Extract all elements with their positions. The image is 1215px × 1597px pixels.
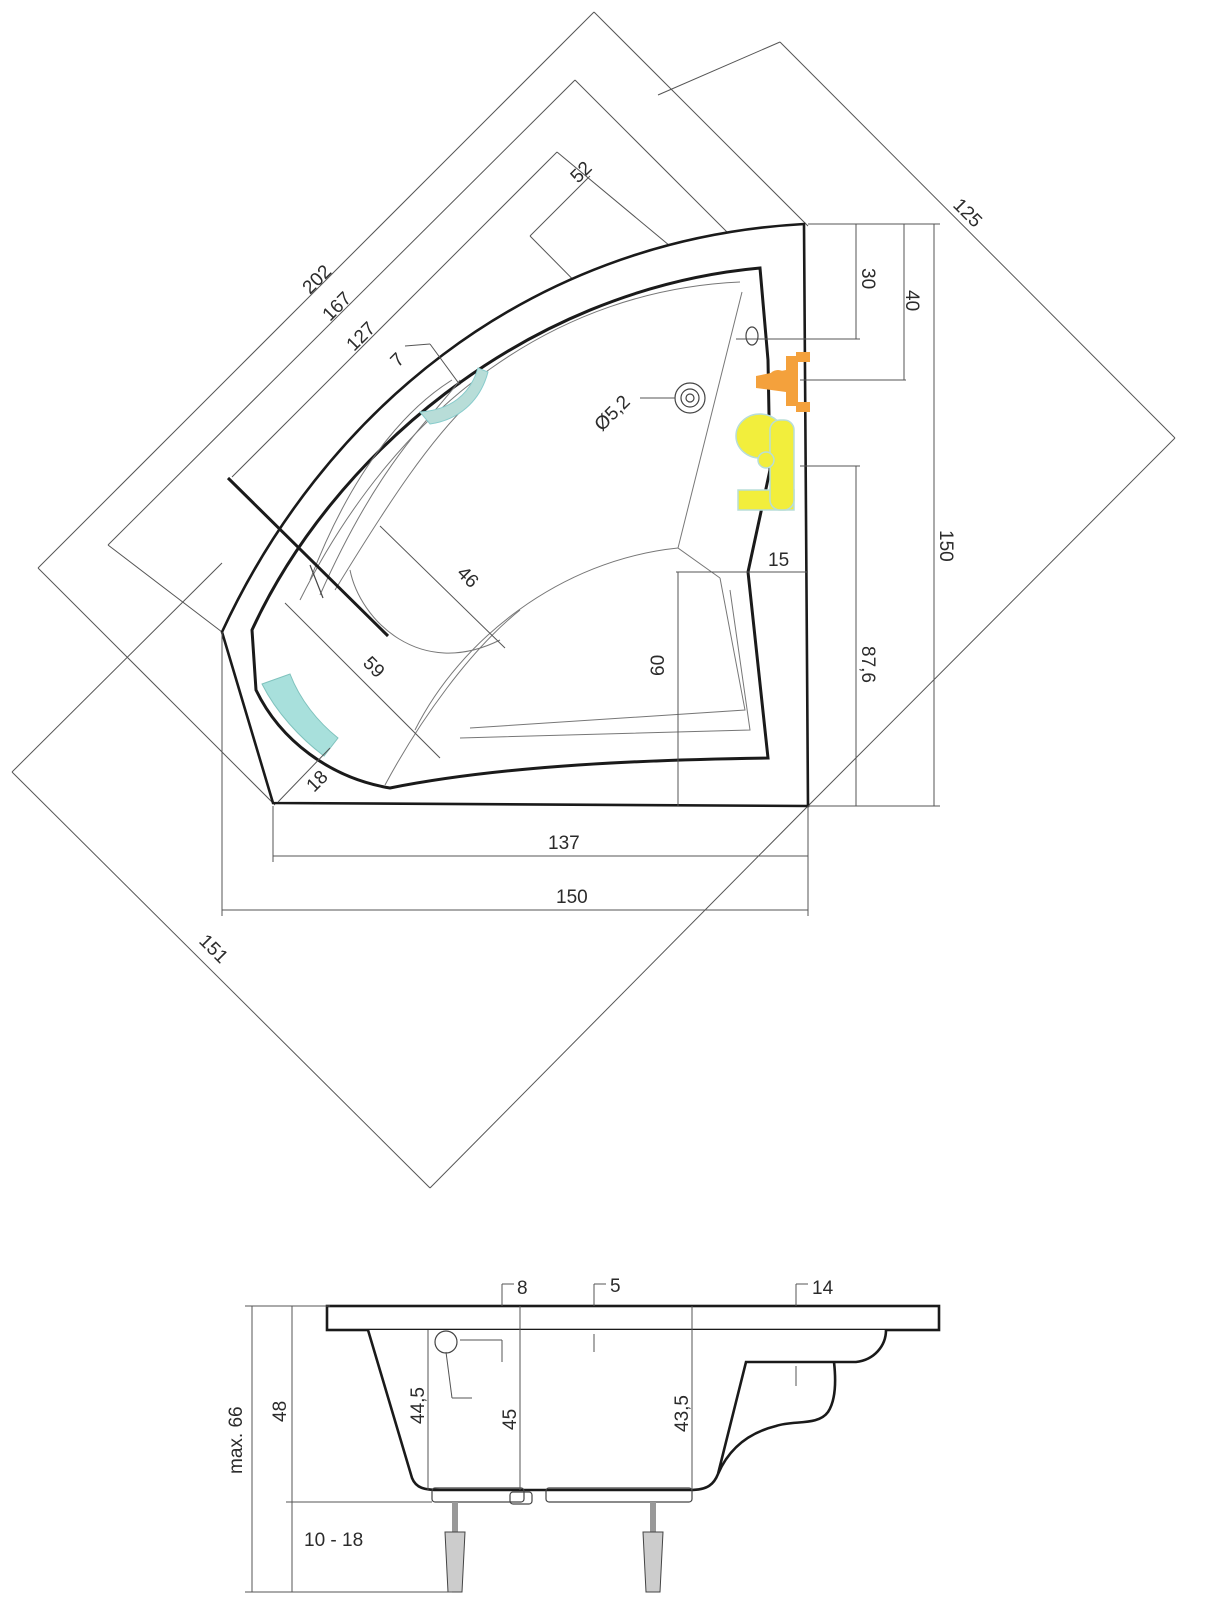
feet-blocks bbox=[431, 1487, 693, 1505]
label-40: 40 bbox=[901, 290, 922, 311]
label-7: 7 bbox=[387, 349, 409, 371]
label-30: 30 bbox=[857, 268, 878, 289]
top-view: 202 167 127 52 125 151 7 46 59 18 15 60 … bbox=[11, 11, 1176, 1189]
label-width-150: 150 bbox=[556, 887, 588, 908]
overflow-icon bbox=[745, 326, 759, 346]
tap-icon bbox=[756, 352, 810, 412]
basin-contours bbox=[226, 281, 751, 786]
label-150-right: 150 bbox=[935, 530, 956, 562]
adjustable-leg-icon bbox=[444, 1502, 664, 1593]
label-14: 14 bbox=[812, 1278, 834, 1299]
tub-inner-rim bbox=[250, 266, 772, 790]
side-dimension-lines bbox=[245, 1283, 808, 1593]
label-125: 125 bbox=[948, 195, 985, 232]
side-rim bbox=[325, 1304, 941, 1332]
drain-icon bbox=[640, 382, 706, 414]
side-body bbox=[366, 1329, 888, 1492]
side-view: 8 5 14 max. 66 48 44,5 45 43,5 10 - 18 bbox=[226, 1276, 941, 1593]
internal-dimension-lines bbox=[277, 343, 506, 803]
label-151: 151 bbox=[194, 931, 231, 968]
label-45: 45 bbox=[500, 1409, 521, 1430]
right-vertical-dimensions bbox=[676, 223, 940, 807]
label-15: 15 bbox=[768, 550, 789, 571]
label-8: 8 bbox=[517, 1278, 528, 1299]
label-167: 167 bbox=[319, 288, 356, 325]
label-60: 60 bbox=[648, 655, 669, 676]
label-width-137: 137 bbox=[548, 833, 580, 854]
label-48: 48 bbox=[270, 1401, 291, 1422]
label-max-66: max. 66 bbox=[226, 1406, 247, 1474]
diagonal-dimension-lines bbox=[11, 11, 1176, 1189]
label-202: 202 bbox=[299, 261, 336, 298]
pillow-icon bbox=[261, 673, 339, 757]
label-127: 127 bbox=[343, 318, 380, 355]
bottom-horizontal-dimensions bbox=[221, 632, 809, 916]
label-52: 52 bbox=[567, 158, 597, 188]
grip-icon bbox=[418, 367, 489, 425]
label-5: 5 bbox=[610, 1276, 621, 1297]
mixer-icon bbox=[735, 413, 795, 511]
tub-outer-rim bbox=[220, 222, 810, 808]
label-10-18: 10 - 18 bbox=[304, 1530, 363, 1551]
label-44-5: 44,5 bbox=[408, 1387, 429, 1424]
label-43-5: 43,5 bbox=[672, 1395, 693, 1432]
label-87-6: 87,6 bbox=[857, 646, 878, 683]
